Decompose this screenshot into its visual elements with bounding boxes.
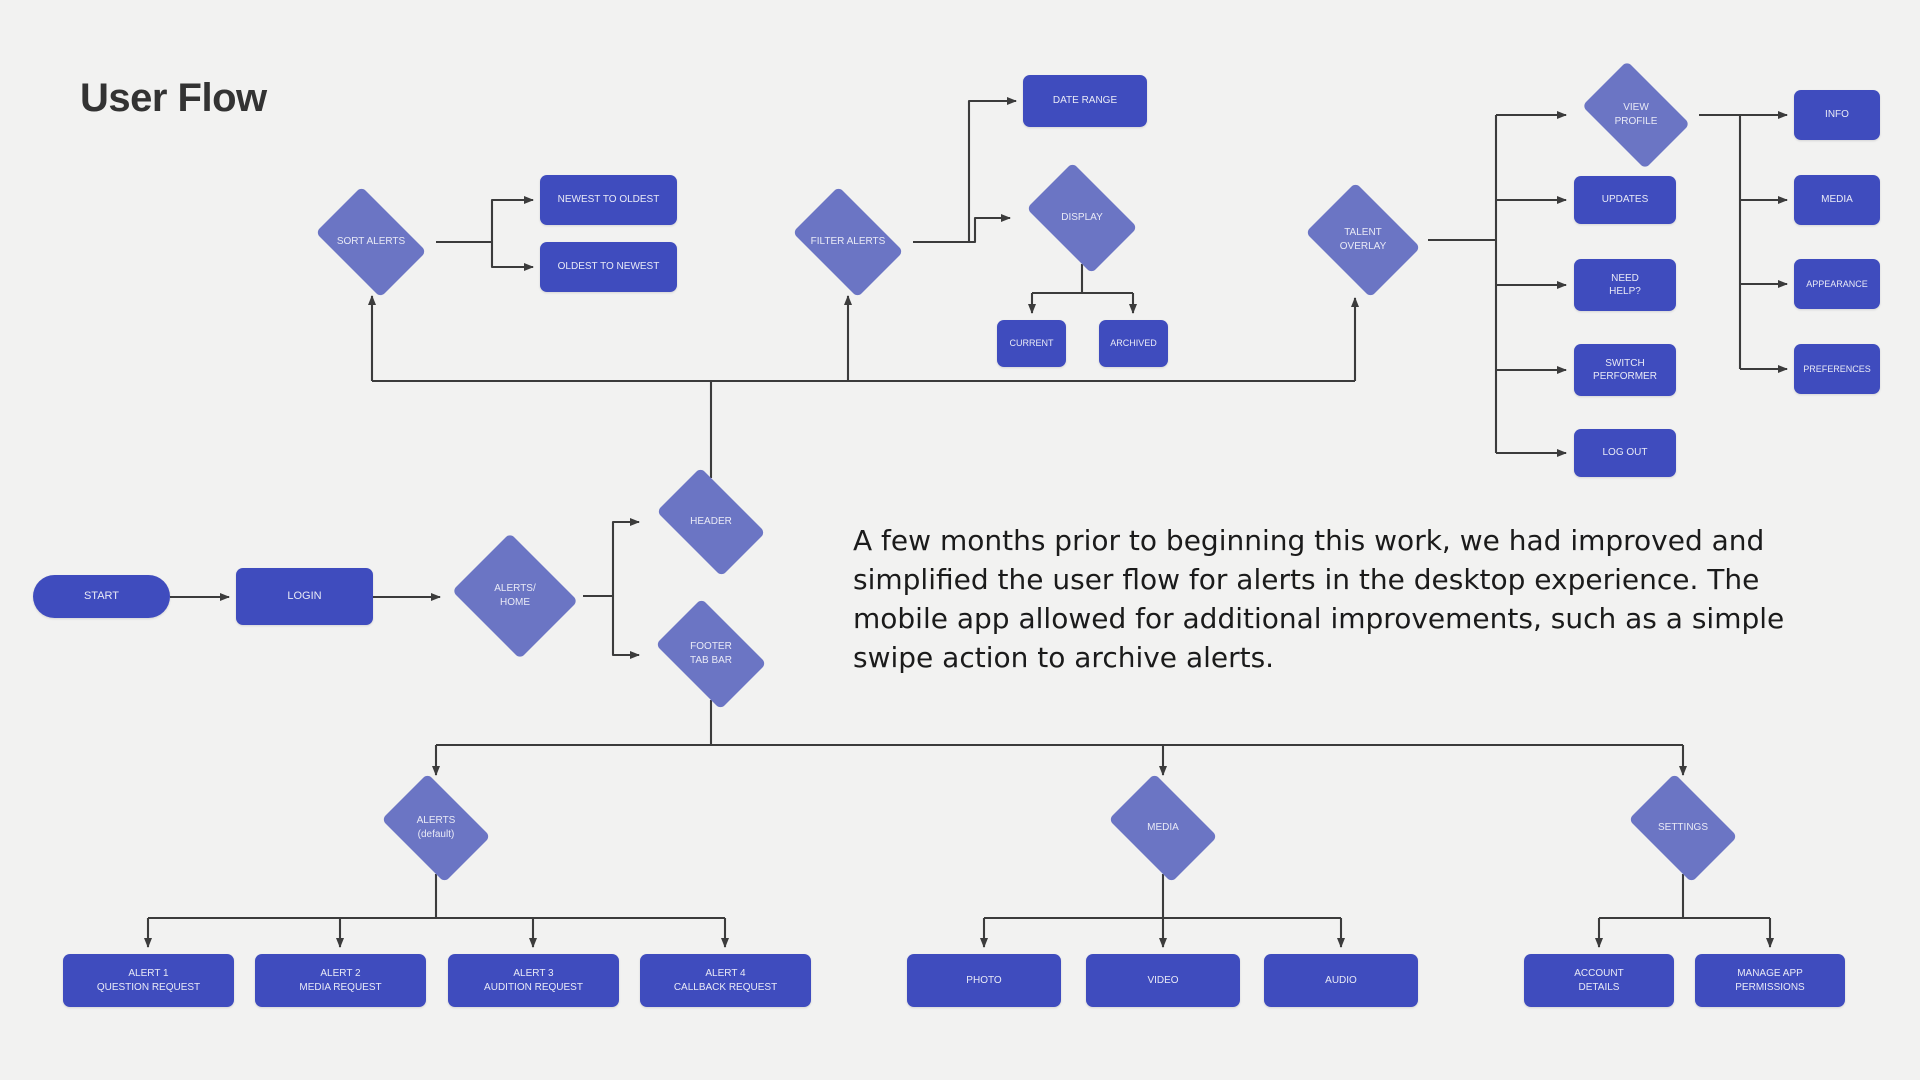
flow-node-updates[interactable]: UPDATES	[1574, 176, 1676, 224]
flow-node-header[interactable]: HEADER	[646, 467, 776, 577]
flow-node-label: ACCOUNT DETAILS	[1574, 968, 1624, 993]
flow-node-label: AUDIO	[1325, 974, 1357, 986]
flow-node-login[interactable]: LOGIN	[236, 568, 373, 625]
flow-node-media_r[interactable]: MEDIA	[1794, 175, 1880, 225]
flow-node-display[interactable]: DISPLAY	[1017, 162, 1147, 274]
flow-node-label: OLDEST TO NEWEST	[557, 261, 660, 273]
flow-node-log_out[interactable]: LOG OUT	[1574, 429, 1676, 477]
flow-node-label: ALERT 3 AUDITION REQUEST	[484, 968, 583, 993]
flow-node-audio[interactable]: AUDIO	[1264, 954, 1418, 1007]
flow-node-alert2[interactable]: ALERT 2 MEDIA REQUEST	[255, 954, 426, 1007]
flow-node-current[interactable]: CURRENT	[997, 320, 1066, 367]
flow-node-label: DATE RANGE	[1052, 95, 1118, 107]
flow-node-label: NEWEST TO OLDEST	[557, 194, 660, 206]
flow-node-switch_performer[interactable]: SWITCH PERFORMER	[1574, 344, 1676, 396]
annotation-note: A few months prior to beginning this wor…	[853, 524, 1785, 674]
diamond-shape-icon	[792, 186, 904, 298]
flow-node-alert3[interactable]: ALERT 3 AUDITION REQUEST	[448, 954, 619, 1007]
flow-node-label: LOGIN	[287, 590, 322, 603]
flow-node-label: SWITCH PERFORMER	[1593, 357, 1657, 383]
flow-node-sort_alerts[interactable]: SORT ALERTS	[306, 186, 436, 298]
flow-node-alert1[interactable]: ALERT 1 QUESTION REQUEST	[63, 954, 234, 1007]
flow-node-manage_app_perms[interactable]: MANAGE APP PERMISSIONS	[1695, 954, 1845, 1007]
flow-node-date_range[interactable]: DATE RANGE	[1023, 75, 1147, 127]
diamond-shape-icon	[1108, 773, 1218, 883]
flow-node-footer_tab_bar[interactable]: FOOTER TAB BAR	[646, 598, 776, 710]
flow-node-media_d[interactable]: MEDIA	[1100, 773, 1226, 883]
flow-node-label: PREFERENCES	[1803, 363, 1871, 374]
flow-node-info[interactable]: INFO	[1794, 90, 1880, 140]
flow-node-label: MEDIA	[1821, 194, 1853, 206]
flow-node-label: UPDATES	[1601, 194, 1649, 206]
diamond-shape-icon	[452, 533, 578, 659]
flow-node-account_details[interactable]: ACCOUNT DETAILS	[1524, 954, 1674, 1007]
flow-node-label: ALERT 4 CALLBACK REQUEST	[673, 968, 778, 993]
diamond-shape-icon	[655, 598, 767, 710]
diamond-shape-icon	[1628, 773, 1738, 883]
page-title: User Flow	[80, 76, 267, 120]
diamond-shape-icon	[381, 773, 491, 883]
flow-node-label: ALERT 1 QUESTION REQUEST	[96, 968, 201, 993]
diamond-shape-icon	[656, 467, 766, 577]
flow-node-label: START	[83, 590, 120, 603]
diamond-shape-icon	[315, 186, 427, 298]
flow-node-label: CURRENT	[1009, 338, 1054, 349]
flow-node-newest_to_oldest[interactable]: NEWEST TO OLDEST	[540, 175, 677, 225]
diamond-shape-icon	[1582, 61, 1690, 169]
flow-node-label: NEED HELP?	[1609, 272, 1641, 298]
flow-node-label: INFO	[1825, 109, 1849, 121]
flow-node-label: PHOTO	[966, 974, 1002, 986]
flow-node-preferences[interactable]: PREFERENCES	[1794, 344, 1880, 394]
flow-node-label: MANAGE APP PERMISSIONS	[1735, 968, 1805, 993]
flow-node-alerts_home[interactable]: ALERTS/ HOME	[447, 533, 583, 659]
flow-node-need_help[interactable]: NEED HELP?	[1574, 259, 1676, 311]
flow-node-alert4[interactable]: ALERT 4 CALLBACK REQUEST	[640, 954, 811, 1007]
flow-node-talent_overlay[interactable]: TALENT OVERLAY	[1298, 182, 1428, 298]
flow-node-label: VIDEO	[1147, 974, 1179, 986]
flow-node-appearance[interactable]: APPEARANCE	[1794, 259, 1880, 309]
flow-node-label: APPEARANCE	[1806, 278, 1868, 289]
flow-node-archived[interactable]: ARCHIVED	[1099, 320, 1168, 367]
flow-node-view_profile[interactable]: VIEW PROFILE	[1573, 61, 1699, 169]
flow-node-oldest_to_newest[interactable]: OLDEST TO NEWEST	[540, 242, 677, 292]
flow-node-start[interactable]: START	[33, 575, 170, 618]
flow-node-filter_alerts[interactable]: FILTER ALERTS	[783, 186, 913, 298]
flow-node-label: ALERT 2 MEDIA REQUEST	[299, 968, 382, 993]
diamond-shape-icon	[1305, 182, 1421, 298]
flow-node-label: LOG OUT	[1602, 447, 1648, 459]
diamond-shape-icon	[1026, 162, 1138, 274]
flow-node-video[interactable]: VIDEO	[1086, 954, 1240, 1007]
flow-node-label: ARCHIVED	[1110, 338, 1157, 349]
flow-node-settings[interactable]: SETTINGS	[1620, 773, 1746, 883]
flow-node-photo[interactable]: PHOTO	[907, 954, 1061, 1007]
flow-node-alerts_default[interactable]: ALERTS (default)	[373, 773, 499, 883]
